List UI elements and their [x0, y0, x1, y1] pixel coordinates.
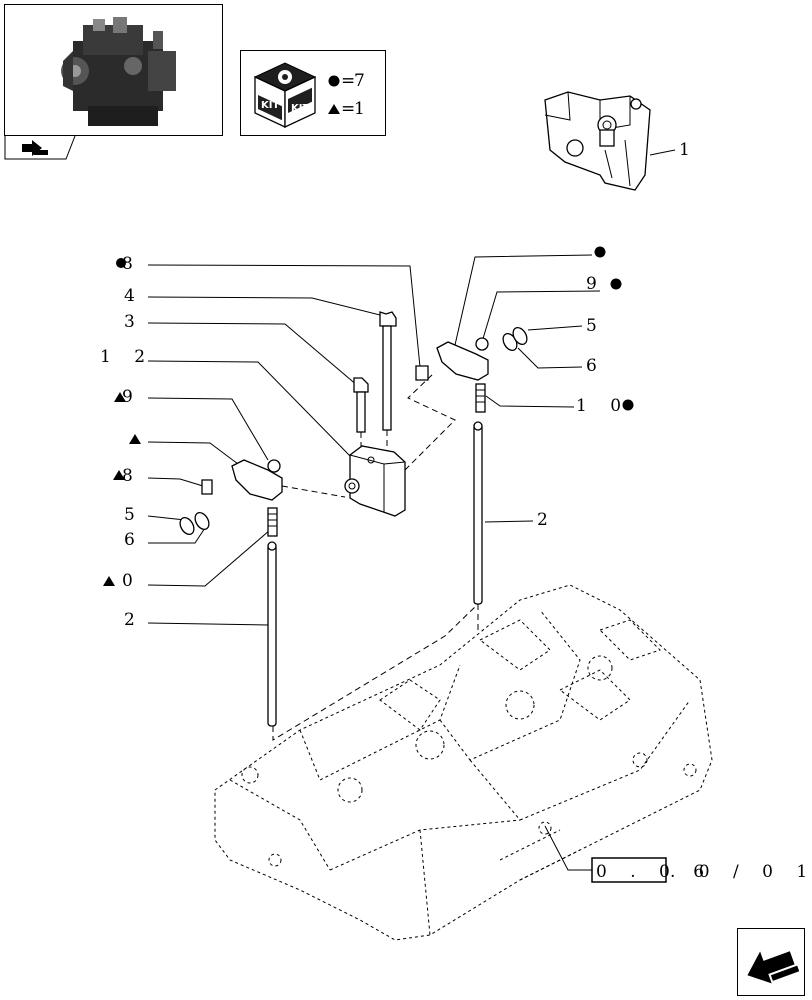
adjusting-screw-right — [475, 383, 486, 413]
rocker-support-assembly — [544, 91, 651, 191]
triangle-marker-icon — [114, 392, 126, 402]
arrow-left-icon[interactable] — [22, 140, 48, 156]
dot-marker-icon — [610, 278, 622, 290]
rocker-arm-right — [415, 337, 489, 381]
callout-2-right: 2 — [537, 510, 548, 530]
dot-marker-icon — [116, 258, 126, 268]
callout-9-right: 9 — [586, 274, 597, 294]
callout-10-left: 0 — [122, 571, 133, 591]
callout-10-right: 1 0 — [576, 396, 630, 416]
callout-5-left: 5 — [124, 505, 135, 525]
engine-thumbnail — [4, 4, 223, 136]
o-rings-left — [179, 511, 210, 536]
dot-legend-eq: = — [341, 71, 355, 91]
reference-boxed[interactable]: 0 . 0 6 — [596, 862, 713, 882]
callout-6-left: 6 — [124, 530, 135, 550]
callout-2-left: 2 — [124, 610, 135, 630]
kit-label-left: KIT — [261, 100, 279, 111]
thumbnail-nav-tab[interactable] — [4, 135, 76, 160]
next-page-button[interactable] — [737, 928, 805, 996]
callout-5-right: 5 — [586, 316, 597, 336]
callout-1: 1 — [679, 140, 690, 160]
dot-marker-icon — [622, 399, 634, 411]
triangle-marker-icon — [129, 434, 141, 444]
reference-rest[interactable]: . 0 / 0 1 — [670, 862, 812, 882]
dot-marker-icon — [594, 246, 606, 258]
push-rod-right — [473, 421, 483, 605]
push-rod-left — [267, 541, 277, 727]
cylinder-head — [214, 584, 713, 941]
callout-12: 1 2 — [100, 347, 154, 367]
rocker-arm-left — [201, 459, 283, 501]
bolt-short — [353, 377, 369, 433]
kit-box-icon: KIT KIT — [253, 62, 317, 129]
arrow-next-icon[interactable] — [738, 929, 804, 995]
triangle-legend-eq: = — [341, 99, 355, 119]
bolt-long — [379, 311, 397, 431]
triangle-marker-icon — [103, 576, 115, 586]
callout-8-left: 8 — [122, 466, 133, 486]
callout-9-left: 9 — [122, 387, 133, 407]
adjusting-screw-left — [267, 507, 278, 537]
reference-box[interactable] — [591, 857, 667, 883]
o-rings-right — [502, 326, 528, 352]
dot-legend-count: 7 — [354, 71, 365, 91]
kit-label-right: KIT — [291, 103, 309, 114]
engine-thumbnail-icon — [61, 17, 176, 126]
callout-6-right: 6 — [586, 356, 597, 376]
dot-marker-icon — [328, 75, 340, 87]
callout-3: 3 — [124, 312, 135, 332]
kit-legend: KIT KIT = 7 = 1 1 — [240, 50, 399, 136]
triangle-marker-icon — [113, 470, 125, 480]
callout-8-top: 8 — [122, 254, 133, 274]
callout-4: 4 — [124, 286, 135, 306]
rocker-support-block — [344, 445, 406, 517]
triangle-marker-icon — [328, 104, 340, 114]
